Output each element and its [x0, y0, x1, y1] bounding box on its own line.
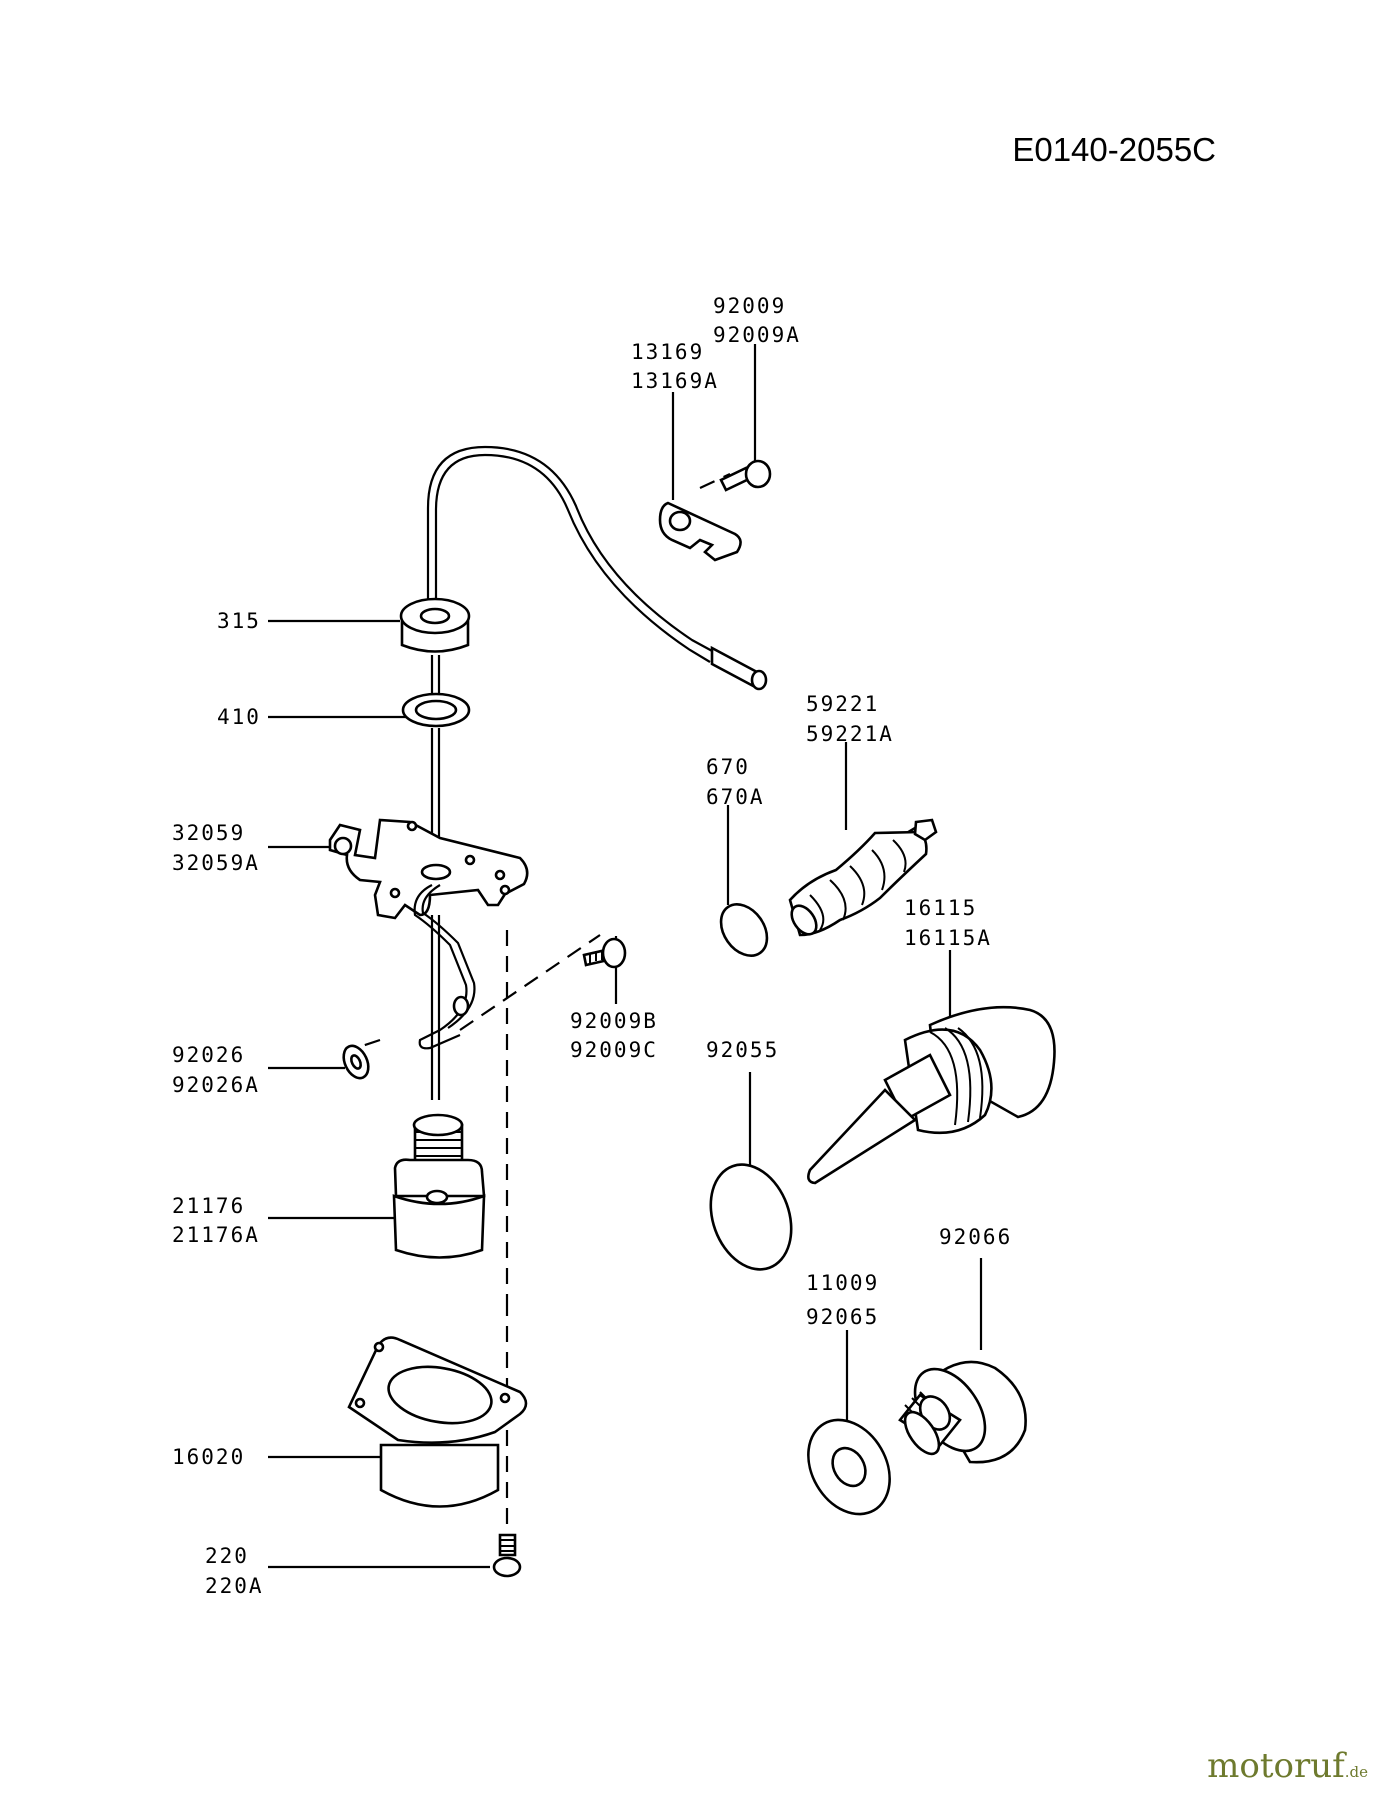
assembly-axes — [349, 473, 731, 1565]
part-label-92055: 92055 — [706, 1038, 780, 1062]
part-label-13169A: 13169A — [631, 369, 719, 393]
screw-92009B — [582, 937, 627, 969]
gasket-92055 — [709, 1163, 793, 1271]
washer-92065 — [807, 1418, 891, 1516]
washer-410 — [401, 692, 471, 850]
part-label-32059: 32059 — [172, 821, 246, 845]
part-label-92009A: 92009A — [713, 323, 801, 347]
part-label-315: 315 — [217, 609, 261, 633]
part-label-16115A: 16115A — [904, 926, 992, 950]
float-chamber-16020 — [347, 1336, 528, 1508]
part-label-13169: 13169 — [631, 340, 705, 364]
part-label-92009C: 92009C — [570, 1038, 658, 1062]
drain-bolt-92066 — [898, 1360, 1027, 1464]
bracket-32059 — [328, 818, 529, 920]
screw-220 — [492, 1533, 522, 1578]
part-label-92026A: 92026A — [172, 1073, 260, 1097]
part-label-220: 220 — [205, 1544, 249, 1568]
part-label-92009B: 92009B — [570, 1009, 658, 1033]
float-arm — [413, 884, 476, 1100]
float-21176 — [392, 1113, 486, 1259]
valve-59221 — [788, 818, 938, 937]
part-label-16020: 16020 — [172, 1445, 246, 1469]
sensor-wire — [426, 445, 768, 691]
screw-92009 — [719, 459, 772, 492]
watermark-brand: motoruf — [1207, 1746, 1345, 1786]
part-label-92026: 92026 — [172, 1043, 246, 1067]
washer-92026 — [342, 1044, 370, 1080]
part-label-92065: 92065 — [806, 1305, 880, 1329]
sensor-16115 — [807, 1005, 1056, 1185]
part-label-220A: 220A — [205, 1574, 264, 1598]
lock-plate-13169 — [658, 501, 742, 562]
nut-315 — [399, 597, 471, 705]
part-label-92009: 92009 — [713, 294, 787, 318]
part-label-32059A: 32059A — [172, 851, 260, 875]
oring-670 — [719, 903, 769, 957]
part-label-59221A: 59221A — [806, 722, 894, 746]
part-label-21176A: 21176A — [172, 1223, 260, 1247]
part-label-59221: 59221 — [806, 692, 880, 716]
leader-lines — [268, 344, 983, 1569]
drawing-number: E0140-2055C — [1012, 131, 1216, 168]
watermark-logo: motoruf.de — [1207, 1746, 1368, 1786]
part-label-410: 410 — [217, 705, 261, 729]
part-label-21176: 21176 — [172, 1194, 246, 1218]
part-label-92066: 92066 — [939, 1225, 1013, 1249]
part-label-670: 670 — [706, 755, 750, 779]
part-label-11009: 11009 — [806, 1271, 880, 1295]
part-label-670A: 670A — [706, 785, 765, 809]
watermark-tld: .de — [1344, 1763, 1368, 1781]
part-label-16115: 16115 — [904, 896, 978, 920]
